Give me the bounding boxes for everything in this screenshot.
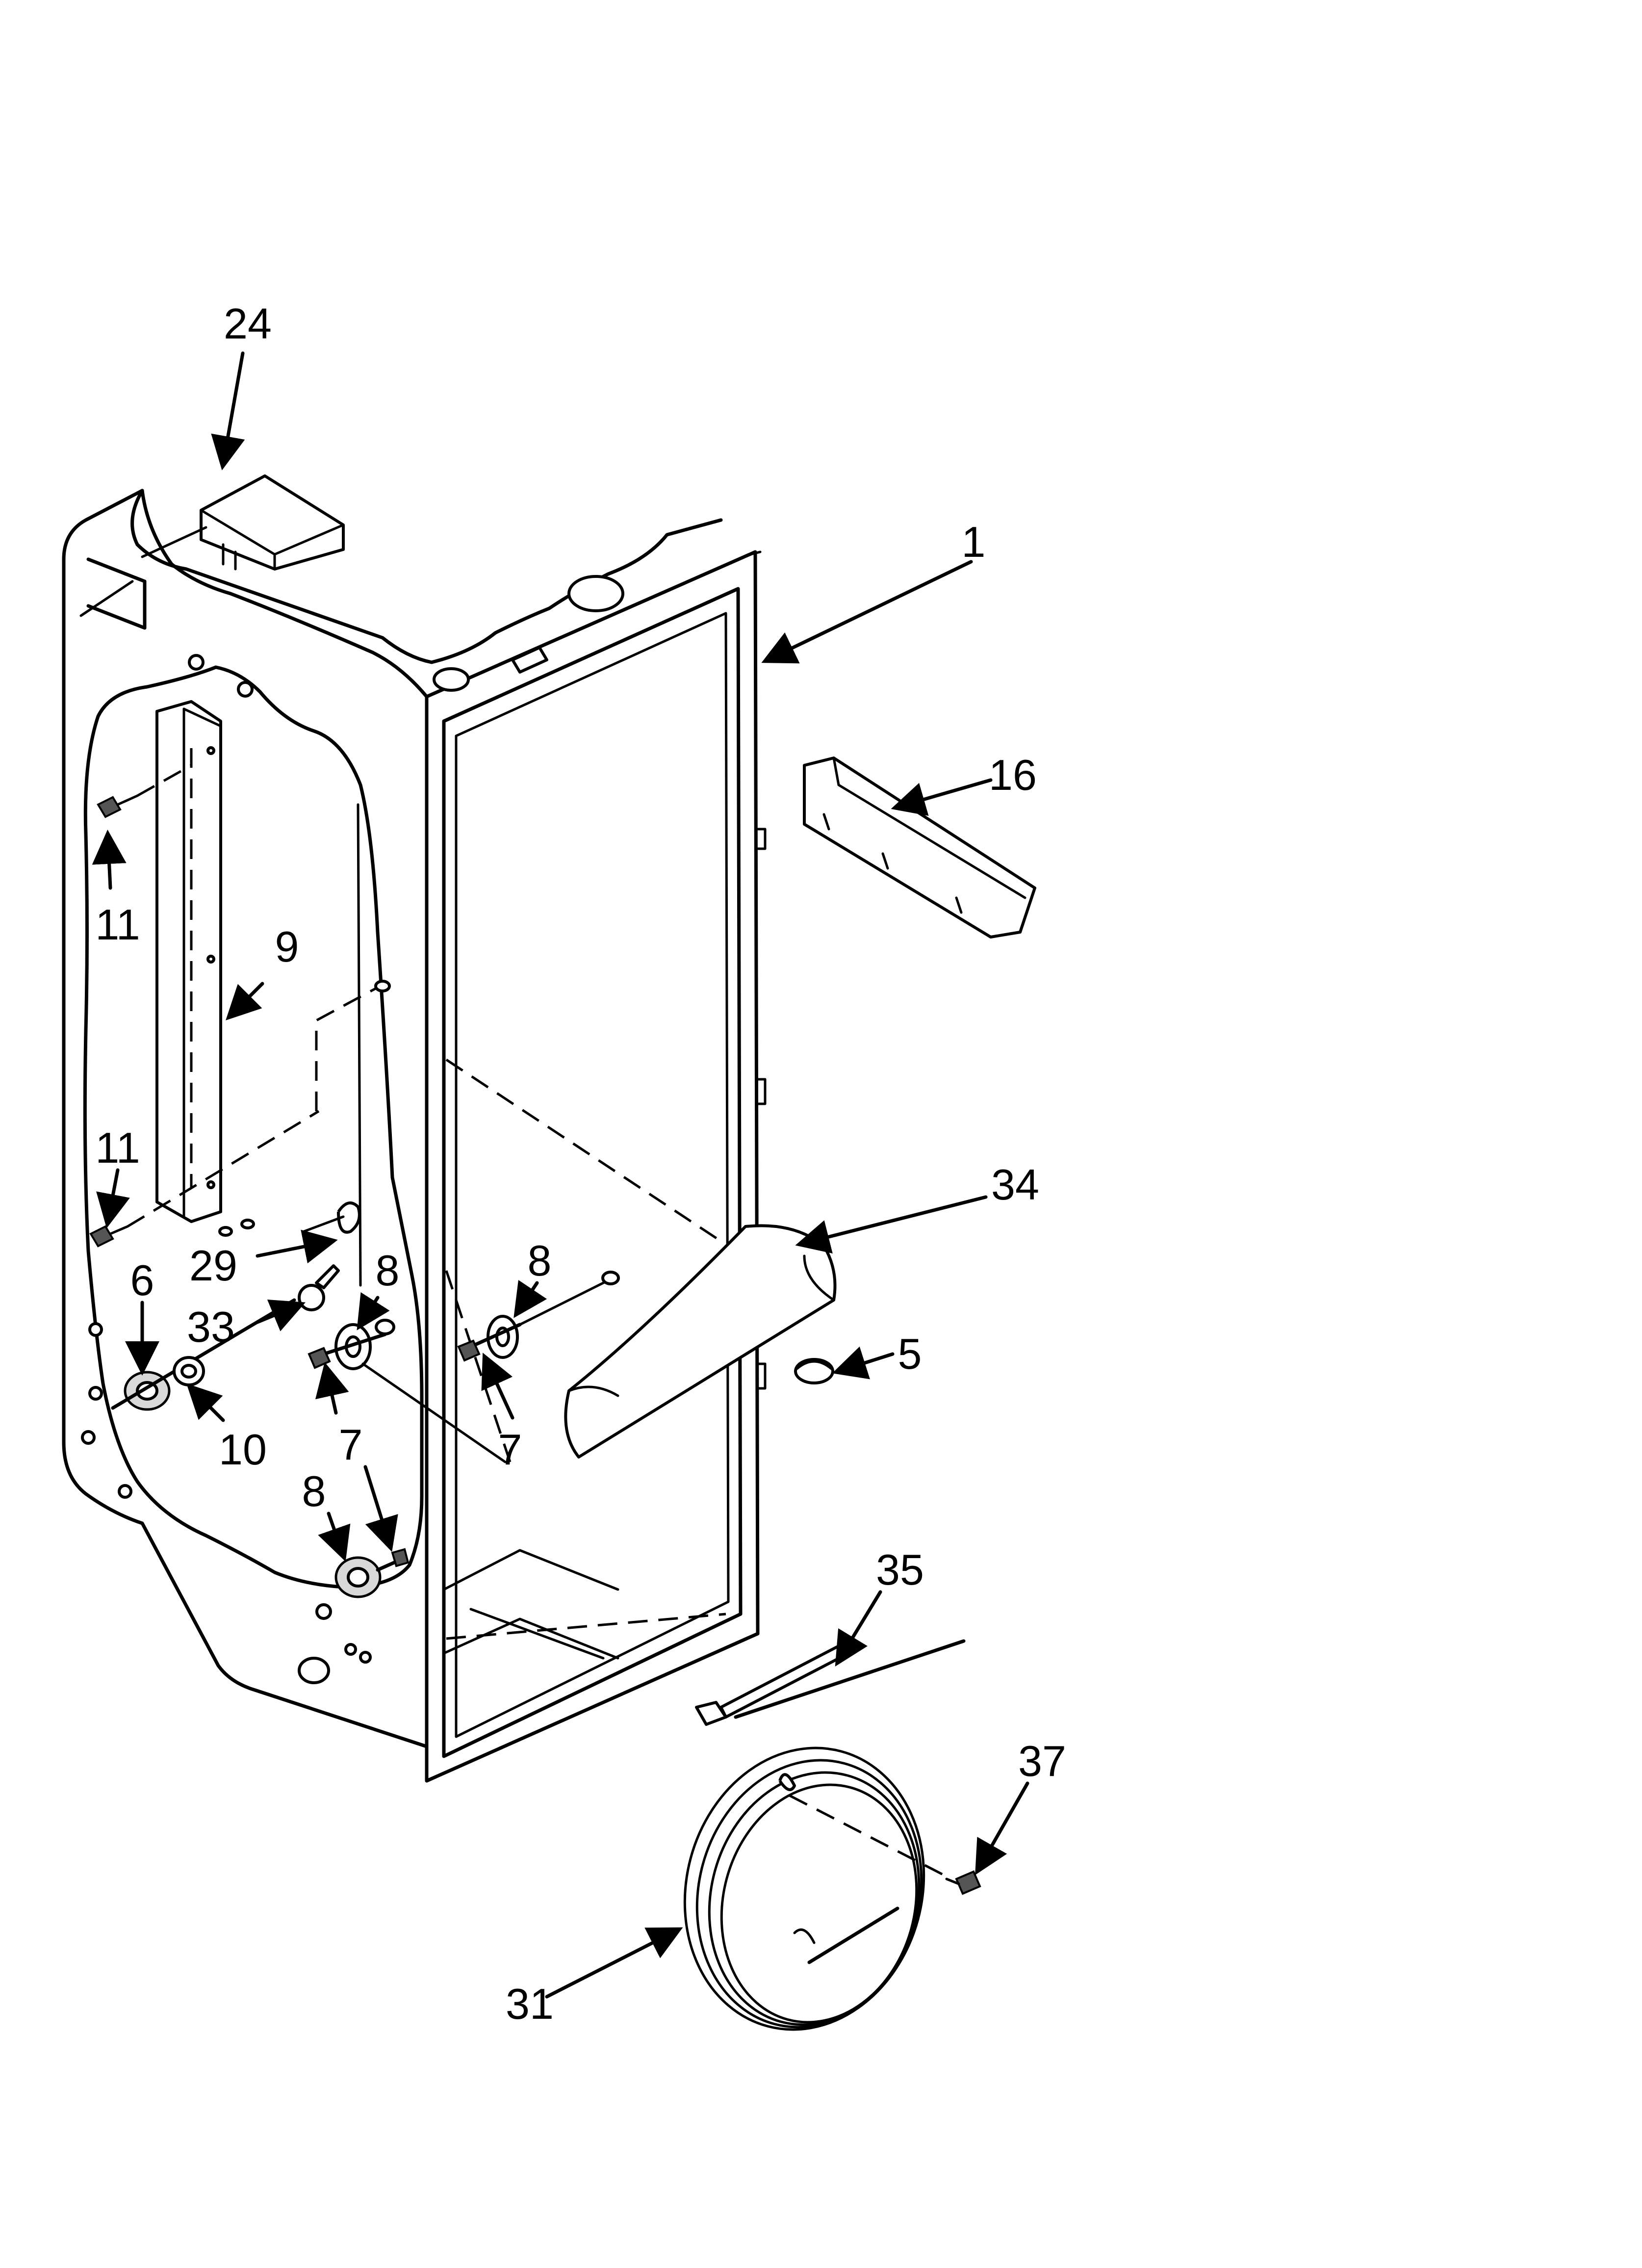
part-8-washer-lower xyxy=(334,1548,410,1598)
callout-11-lower: 11 xyxy=(95,1123,140,1172)
part-24-control xyxy=(141,474,345,571)
callout-33: 33 xyxy=(187,1303,235,1351)
callout-6: 6 xyxy=(130,1256,154,1304)
callout-5: 5 xyxy=(898,1330,922,1378)
part-11-screw-upper xyxy=(97,764,192,818)
part-5-plug xyxy=(794,1358,834,1384)
part-16-trim xyxy=(803,756,1036,938)
part-7-pin-center xyxy=(308,1347,331,1369)
callout-8-center: 8 xyxy=(376,1246,400,1295)
callout-29: 29 xyxy=(189,1241,237,1290)
leader-lines xyxy=(92,351,1029,1999)
part-7-pin-right xyxy=(457,1339,481,1362)
part-11-screw-lower xyxy=(89,1110,320,1248)
part-31-tubing xyxy=(683,1639,966,2031)
callout-34: 34 xyxy=(991,1160,1039,1209)
part-35-tie xyxy=(695,1642,850,1726)
part-37-screw xyxy=(945,1870,981,1895)
part-10-bushing xyxy=(173,1356,205,1386)
callout-7-center: 7 xyxy=(339,1420,363,1469)
callout-11-upper: 11 xyxy=(95,900,140,949)
part-29-clip xyxy=(218,1201,361,1237)
part-34-duct xyxy=(564,1224,837,1459)
part-33-bulb xyxy=(298,1264,340,1311)
callout-8-right: 8 xyxy=(528,1236,552,1285)
callout-16: 16 xyxy=(989,751,1037,799)
part-9-rail xyxy=(155,700,222,1223)
callout-37: 37 xyxy=(1018,1737,1066,1785)
hole-dashed-line xyxy=(315,985,381,1111)
callout-8-lower: 8 xyxy=(302,1467,326,1515)
part-8-washer-right xyxy=(469,1271,620,1359)
callout-7-right: 7 xyxy=(498,1425,522,1474)
cabinet-liner xyxy=(62,489,767,1783)
hole-9 xyxy=(374,980,391,992)
callout-35: 35 xyxy=(876,1545,924,1594)
callout-24: 24 xyxy=(224,299,272,348)
callout-31: 31 xyxy=(506,1980,554,2028)
callout-9: 9 xyxy=(275,922,299,971)
callout-10: 10 xyxy=(219,1425,267,1474)
callout-1: 1 xyxy=(962,518,986,566)
